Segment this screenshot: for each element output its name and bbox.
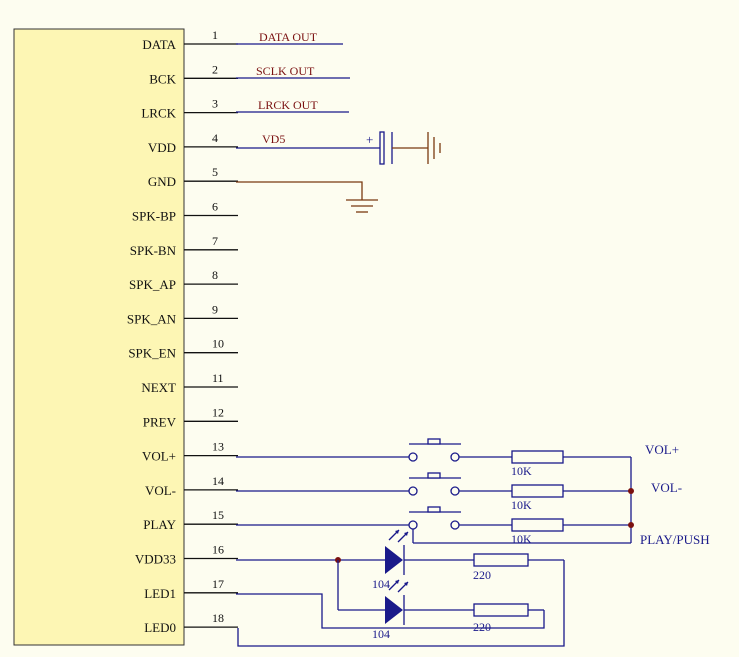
pin-name-13: VOL+ (142, 449, 176, 464)
pin-name-6: SPK-BP (132, 209, 176, 224)
pin-number-4: 4 (212, 131, 218, 145)
net-label-2: SCLK OUT (256, 64, 315, 78)
pin-number-15: 15 (212, 508, 224, 522)
output-label-vol-plus: VOL+ (645, 442, 679, 457)
resistor-label-r5: 220 (473, 620, 491, 634)
led-d1 (385, 529, 474, 575)
pin-number-2: 2 (212, 62, 218, 76)
pin-number-12: 12 (212, 405, 224, 419)
pin-number-3: 3 (212, 97, 218, 111)
resistor-label-r4: 220 (473, 568, 491, 582)
pin-number-18: 18 (212, 611, 224, 625)
pin-name-14: VOL- (145, 483, 176, 498)
pin-name-9: SPK_AN (127, 311, 177, 326)
pin-name-17: LED1 (144, 586, 176, 601)
pin-number-11: 11 (212, 371, 224, 385)
ground-symbol-gnd (346, 199, 378, 213)
ground-symbol-cap (427, 132, 441, 164)
pin-number-13: 13 (212, 440, 224, 454)
pin-name-15: PLAY (143, 517, 176, 532)
pin-name-2: BCK (149, 71, 176, 86)
output-label-play: PLAY/PUSH (640, 532, 710, 547)
net-label-3: LRCK OUT (258, 98, 318, 112)
resistor-label-r2: 10K (511, 498, 532, 512)
net-label-1: DATA OUT (259, 30, 318, 44)
pin-number-16: 16 (212, 543, 224, 557)
resistor-label-r1: 10K (511, 464, 532, 478)
led-label-d2: 104 (372, 627, 390, 641)
pin-name-10: SPK_EN (128, 346, 176, 361)
output-label-vol-minus: VOL- (651, 480, 682, 495)
switch-play (236, 506, 631, 532)
pin-number-17: 17 (212, 577, 224, 591)
pin-name-8: SPK_AP (129, 277, 176, 292)
pin-number-8: 8 (212, 268, 218, 282)
resistor-r4 (473, 553, 529, 567)
pin-name-11: NEXT (141, 380, 176, 395)
pin-number-9: 9 (212, 302, 218, 316)
pin-name-3: LRCK (141, 106, 176, 121)
pin-number-7: 7 (212, 234, 218, 248)
switch-vol-minus (236, 472, 631, 498)
pin-number-5: 5 (212, 165, 218, 179)
capacitor: + (366, 131, 428, 165)
net-label-4: VD5 (262, 132, 285, 146)
pin-number-14: 14 (212, 474, 224, 488)
switch-vol-plus (236, 438, 631, 464)
pin-name-4: VDD (148, 140, 176, 155)
pin-name-12: PREV (143, 414, 177, 429)
pin-name-7: SPK-BN (130, 243, 177, 258)
module-body (13, 28, 185, 646)
led-label-d1: 104 (372, 577, 390, 591)
resistor-r5 (473, 603, 529, 617)
pin-name-16: VDD33 (135, 552, 176, 567)
pin-number-6: 6 (212, 200, 218, 214)
pin-name-18: LED0 (144, 620, 176, 635)
pin-name-1: DATA (142, 37, 176, 52)
led-d2 (385, 579, 474, 625)
pin-name-5: GND (148, 174, 176, 189)
pin-number-10: 10 (212, 337, 224, 351)
pin-number-1: 1 (212, 28, 218, 42)
resistor-label-r3: 10K (511, 532, 532, 546)
capacitor-polarity: + (366, 132, 373, 147)
